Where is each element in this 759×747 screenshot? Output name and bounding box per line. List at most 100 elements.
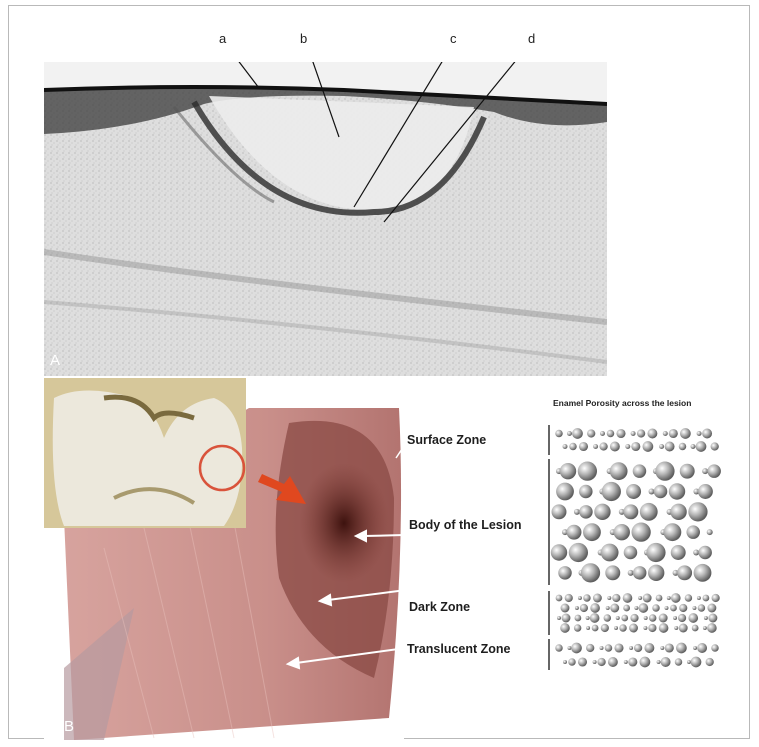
porosity-sphere [691,444,696,449]
panel-b-micrograph [44,378,404,740]
porosity-sphere [707,623,717,633]
porosity-sphere [569,443,577,451]
porosity-sphere [631,442,640,451]
porosity-sphere [671,593,681,603]
porosity-sphere [640,657,651,668]
porosity-sphere [575,615,582,622]
porosity-sphere [572,428,583,439]
porosity-sphere [671,545,686,560]
porosity-sphere [680,428,691,439]
porosity-sphere [569,543,588,562]
porosity-sphere [614,524,630,540]
porosity-sphere [639,603,649,613]
porosity-sphere [610,442,620,452]
porosity-sphere [626,484,641,499]
porosity-sphere [563,444,568,449]
porosity-sphere [579,485,593,499]
zone-label-translucent: Translucent Zone [407,642,511,656]
porosity-sphere [686,525,700,539]
porosity-sphere [629,646,633,650]
porosity-sphere [634,606,638,610]
porosity-sphere [628,657,637,666]
porosity-sphere [556,483,574,501]
porosity-sphere [562,614,571,623]
porosity-sphere [707,529,713,535]
porosity-sphere [571,643,582,654]
porosity-sphere [648,565,664,581]
porosity-sphere [607,430,615,438]
porosity-sphere [703,595,710,602]
porosity-sphere [670,504,686,520]
porosity-sphere [660,646,664,650]
porosity-sphere [574,624,581,631]
porosity-sphere [560,623,570,633]
porosity-sphere [593,444,598,449]
porosity-sphere [652,604,659,611]
porosity-sphere [630,614,638,622]
porosity-sphere [601,624,609,632]
porosity-sphere [601,544,619,562]
porosity-sphere [704,616,708,620]
porosity-sphere [563,660,567,664]
porosity-sphere [579,505,593,518]
callout-d: d [528,31,535,46]
porosity-sphere [677,565,692,580]
porosity-sphere [557,616,561,620]
porosity-sphere [640,503,658,521]
porosity-sphere [575,606,579,610]
porosity-sphere [698,604,705,611]
porosity-sphere [679,604,687,612]
porosity-sphere [608,657,618,667]
porosity-sphere [643,441,654,452]
porosity-sphere [555,644,563,652]
porosity-sphere [644,643,654,653]
porosity-sphere [655,462,674,481]
porosity-sphere [616,616,620,620]
panel-a-micrograph [44,62,607,376]
porosity-sphere [612,594,620,602]
porosity-sphere [664,606,668,610]
porosity-sphere [560,463,576,479]
porosity-sphere [698,546,712,560]
porosity-sphere [623,605,630,612]
porosity-sphere [599,442,607,450]
porosity-sphere [580,604,588,612]
porosity-sphere [605,565,620,580]
porosity-sphere [583,523,601,541]
porosity-sphere [605,644,613,652]
porosity-sphere [694,564,712,582]
porosity-sphere [558,566,572,580]
callout-a: a [219,31,226,46]
porosity-sphere [688,502,707,521]
porosity-sphere [703,626,707,630]
porosity-sphere [625,444,630,449]
porosity-sphere [633,464,647,478]
porosity-sphere [583,594,590,601]
porosity-sphere [676,643,687,654]
porosity-sphere [561,604,570,613]
porosity-sphere [680,464,695,479]
porosity-sphere [698,484,713,499]
porosity-sphere [624,660,628,664]
porosity-sphere [624,546,638,560]
porosity-sphere [610,462,628,480]
porosity-sphere [669,483,685,499]
porosity-sphere [661,657,671,667]
porosity-sphere [659,623,669,633]
porosity-sphere [578,657,587,666]
porosity-sphere [665,442,675,452]
callout-b: b [300,31,307,46]
porosity-sphere [637,429,645,437]
porosity-sphere [574,509,580,515]
porosity-sphere [663,523,681,541]
panel-b-letter: B [64,718,74,735]
porosity-sphere [586,616,590,620]
porosity-sphere [600,646,604,650]
porosity-sphere [590,603,600,613]
porosity-sphere [634,644,642,652]
porosity-sphere [665,643,674,652]
porosity-sphere [607,596,611,600]
porosity-sphere [552,504,567,519]
porosity-sphere [711,644,719,652]
porosity-sphere [597,658,605,666]
